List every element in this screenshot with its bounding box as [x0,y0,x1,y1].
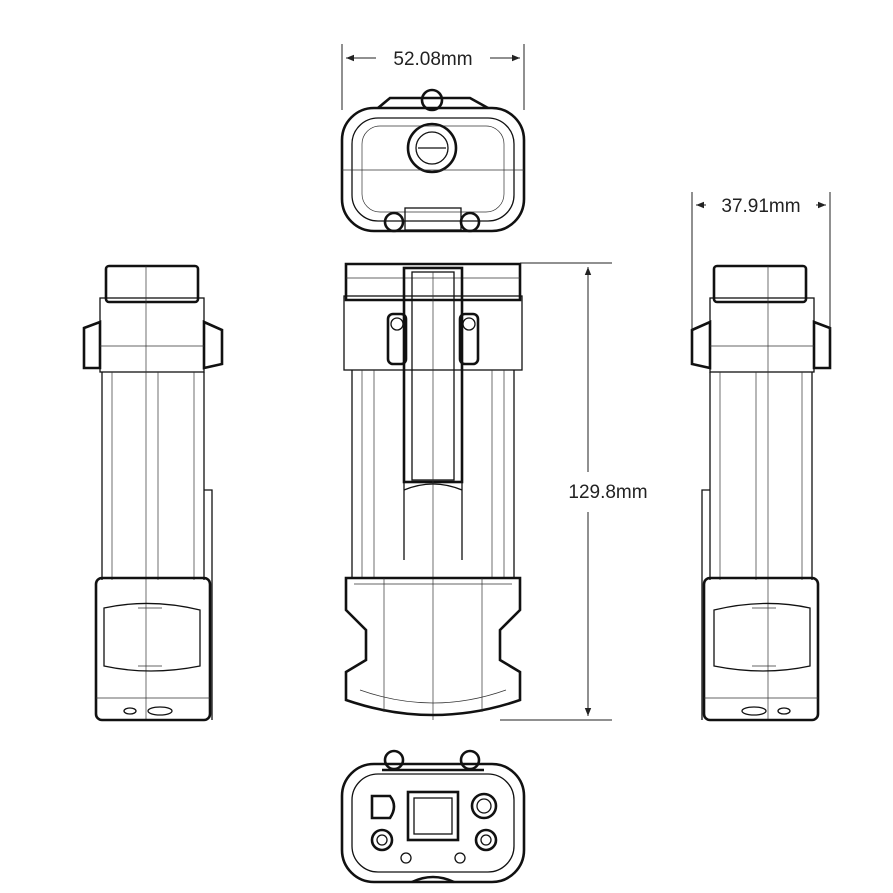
front-view [343,262,523,720]
right-side-view [690,264,832,722]
top-view [340,88,526,233]
dimension-depth: 37.91mm [691,192,831,330]
bottom-view [340,749,526,884]
depth-dimension-label: 37.91mm [721,196,800,217]
height-dimension-label: 129.8mm [568,482,647,503]
left-side-view [82,264,224,722]
dimension-width: 52.08mm [341,44,525,110]
width-dimension-label: 52.08mm [393,49,472,70]
dimension-height: 129.8mm [500,262,648,721]
